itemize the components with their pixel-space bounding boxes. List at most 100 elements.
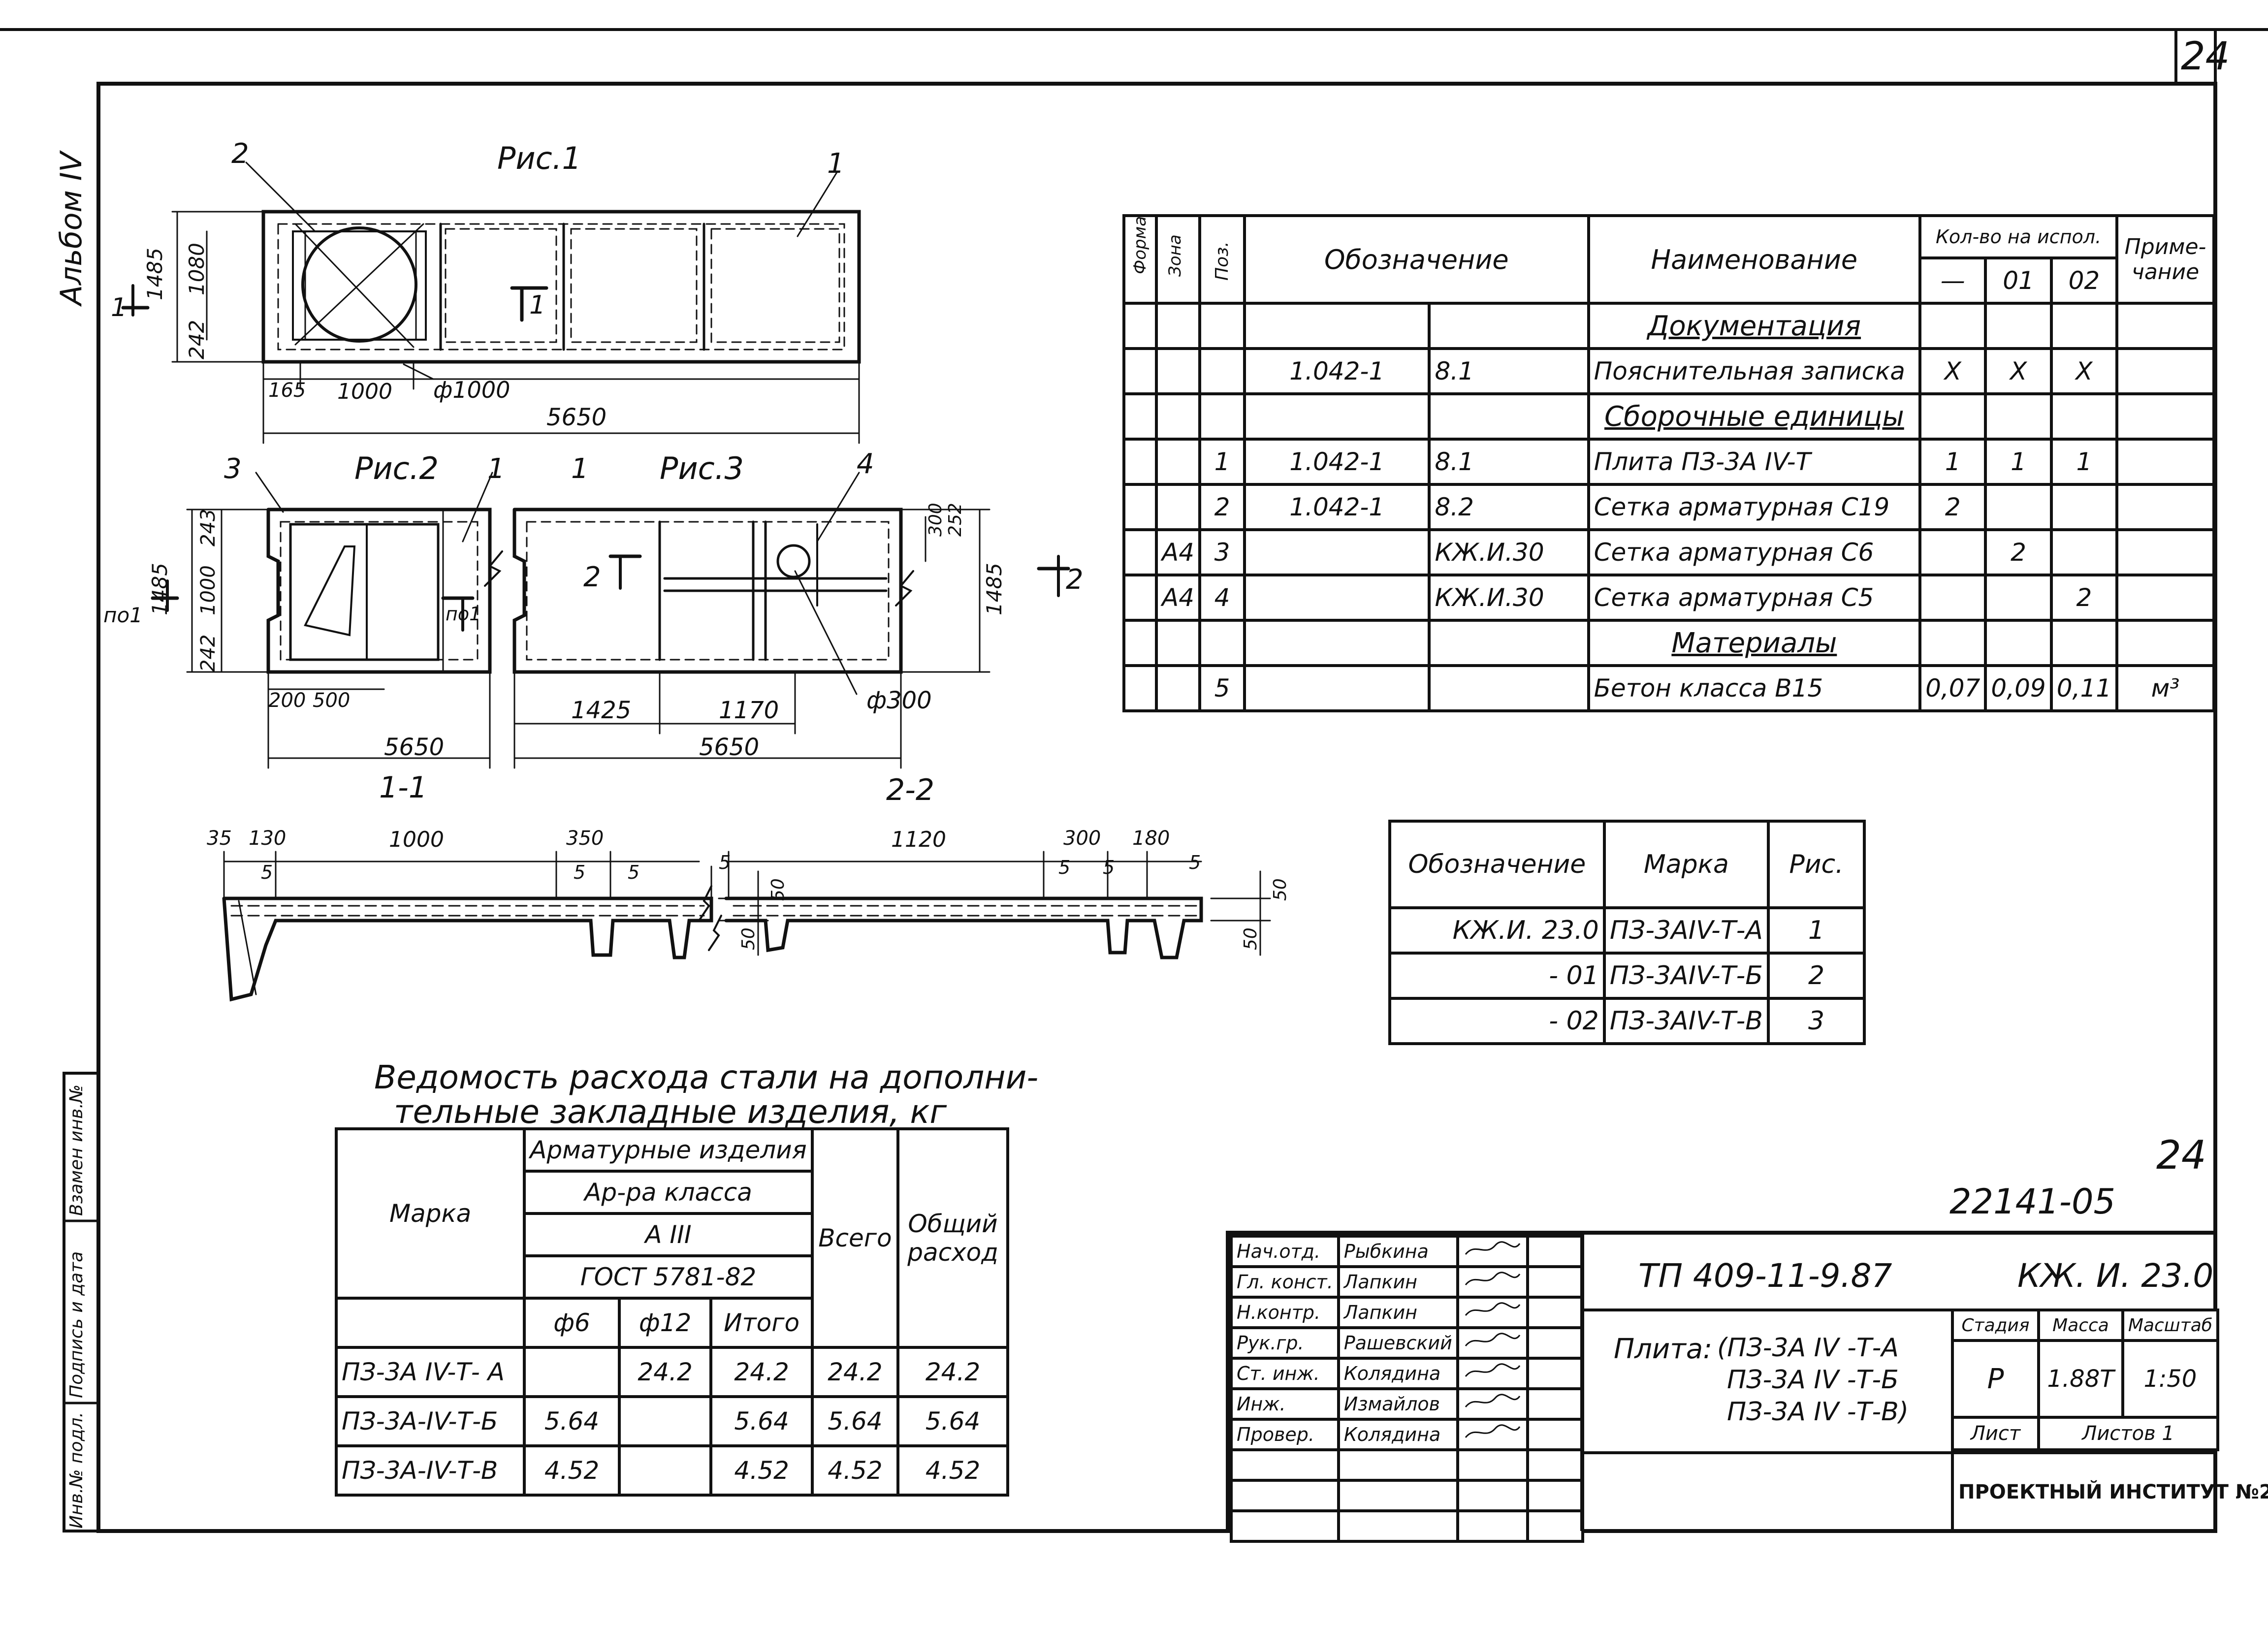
header-zone: Зона bbox=[1154, 214, 1202, 305]
spec-cell-zone bbox=[1154, 392, 1202, 441]
steel-cell-mark: ПЗ-3А-IV-Т-Б bbox=[334, 1395, 526, 1447]
staff-signature bbox=[1456, 1296, 1529, 1329]
staff-name: Колядина bbox=[1337, 1357, 1459, 1390]
spec-cell-name: Сборочные единицы bbox=[1587, 392, 1922, 441]
spec-cell-doc: 8.1 bbox=[1428, 438, 1590, 486]
spec-cell-format bbox=[1122, 664, 1158, 712]
spec-cell-des bbox=[1243, 392, 1431, 441]
figure-3-callout-4: 4 bbox=[857, 448, 874, 480]
steel-header-class: А III bbox=[523, 1212, 814, 1257]
header-qty-01: 01 bbox=[1984, 256, 2053, 305]
figure-3-dim-height: 1485 bbox=[982, 563, 1006, 615]
scale-value: 1:50 bbox=[2121, 1339, 2220, 1419]
staff-empty-cell bbox=[1337, 1448, 1459, 1482]
marks-cell: ПЗ-3АIV-Т-А bbox=[1602, 906, 1770, 955]
spec-cell-name: Сетка арматурная С6 bbox=[1587, 528, 1922, 576]
spec-cell-format bbox=[1122, 528, 1158, 576]
section-left-dim-35: 35 bbox=[207, 827, 232, 850]
spec-cell-q1 bbox=[1984, 619, 2053, 667]
spec-cell-name: Бетон класса В15 bbox=[1587, 664, 1922, 712]
marks-cell: ПЗ-3АIV-Т-Б bbox=[1602, 952, 1770, 1000]
spec-cell-zone bbox=[1154, 438, 1202, 486]
spec-cell-note bbox=[2115, 438, 2215, 486]
spec-cell-pos bbox=[1198, 347, 1246, 395]
marks-cell: - 02 bbox=[1388, 997, 1606, 1045]
steel-cell-overall: 24.2 bbox=[896, 1346, 1009, 1398]
steel-cell-total: 5.64 bbox=[810, 1395, 900, 1447]
sheets-label: Листов 1 bbox=[2037, 1416, 2219, 1451]
staff-date bbox=[1526, 1357, 1585, 1390]
marks-cell: 1 bbox=[1766, 906, 1866, 955]
marks-cell: 3 bbox=[1766, 997, 1866, 1045]
figure-2-dim-h1: 243 bbox=[197, 509, 220, 546]
spec-cell-des bbox=[1243, 664, 1431, 712]
spec-cell-q2 bbox=[2049, 483, 2119, 531]
spec-cell-zone bbox=[1154, 347, 1202, 395]
spec-cell-q0 bbox=[1918, 574, 1987, 622]
header-qty: Кол-во на испол. bbox=[1918, 214, 2119, 259]
spec-row: Сборочные единицы bbox=[1122, 392, 2215, 441]
spec-cell-name: Сетка арматурная С5 bbox=[1587, 574, 1922, 622]
section-profiles bbox=[222, 851, 1271, 1002]
side-stamp-sign-date: Подпись и дата bbox=[66, 1251, 87, 1398]
spec-cell-format bbox=[1122, 483, 1158, 531]
section-left-dim-50a: 50 bbox=[768, 878, 788, 901]
spec-cell-des bbox=[1243, 619, 1431, 667]
steel-cell-d12 bbox=[617, 1444, 713, 1497]
marks-cell: КЖ.И. 23.0 bbox=[1388, 906, 1606, 955]
section-right-dim-5b: 5 bbox=[1058, 857, 1071, 878]
steel-cell-d12 bbox=[617, 1395, 713, 1447]
figure-3-title: Рис.3 bbox=[660, 450, 744, 486]
spec-cell-q0: 1 bbox=[1918, 438, 1987, 486]
spec-cell-format bbox=[1122, 574, 1158, 622]
steel-header-subtotal: Итого bbox=[709, 1297, 814, 1349]
section-left-dim-5a: 5 bbox=[261, 862, 273, 883]
figure-1-dim-seg1: 165 bbox=[268, 379, 306, 402]
section-right-dim-1120: 1120 bbox=[891, 827, 946, 852]
staff-date bbox=[1526, 1235, 1585, 1268]
section-right-dim-5a: 5 bbox=[719, 852, 731, 873]
spec-cell-des: 1.042-1 bbox=[1243, 483, 1431, 531]
spec-cell-q1 bbox=[1984, 302, 2053, 350]
staff-signature bbox=[1456, 1357, 1529, 1390]
section-right-dim-50a: 50 bbox=[1270, 878, 1290, 901]
figure-1-dim-hole: ф1000 bbox=[433, 377, 511, 403]
steel-cell-sub: 24.2 bbox=[709, 1346, 814, 1398]
spec-cell-q2: 0,11 bbox=[2049, 664, 2119, 712]
title-block-hline-2 bbox=[1580, 1451, 2215, 1454]
page-number: 24 bbox=[2181, 34, 2230, 79]
staff-role: Провер. bbox=[1230, 1418, 1340, 1451]
steel-cell-d6: 4.52 bbox=[523, 1444, 621, 1497]
spec-cell-pos: 4 bbox=[1198, 574, 1246, 622]
steel-header-overall: Общий расход bbox=[896, 1127, 1009, 1349]
spec-cell-note bbox=[2115, 392, 2215, 441]
figure-1-section-number-left: 1 bbox=[111, 293, 128, 322]
figure-3-callout-1: 1 bbox=[571, 453, 589, 485]
steel-header-mark: Марка bbox=[334, 1127, 526, 1300]
figure-1-dim-width: 5650 bbox=[546, 404, 607, 431]
spec-cell-des bbox=[1243, 528, 1431, 576]
staff-signature bbox=[1456, 1326, 1529, 1360]
section-left-dim-350: 350 bbox=[566, 827, 604, 850]
section-right-dim-180: 180 bbox=[1132, 827, 1170, 850]
spec-cell-doc bbox=[1428, 619, 1590, 667]
product-line-2: ПЗ-3А IV -Т-Б bbox=[1727, 1365, 1899, 1395]
staff-empty-cell bbox=[1456, 1448, 1529, 1482]
figure-1-callout-1: 1 bbox=[827, 148, 845, 180]
steel-cell-mark: ПЗ-3А-IV-Т-В bbox=[334, 1444, 526, 1497]
steel-table: Марка Арматурные изделия Всего Общий рас… bbox=[334, 1127, 1009, 1497]
staff-name: Рыбкина bbox=[1337, 1235, 1459, 1268]
steel-header-gost: ГОСТ 5781-82 bbox=[523, 1254, 814, 1300]
spec-cell-q0: 0,07 bbox=[1918, 664, 1987, 712]
spec-cell-q1: X bbox=[1984, 347, 2053, 395]
figure-3-dim-h1: 300 bbox=[926, 503, 946, 537]
spec-cell-name: Документация bbox=[1587, 302, 1922, 350]
header-designation: Обозначение bbox=[1243, 214, 1590, 305]
staff-row-empty bbox=[1230, 1448, 1585, 1482]
